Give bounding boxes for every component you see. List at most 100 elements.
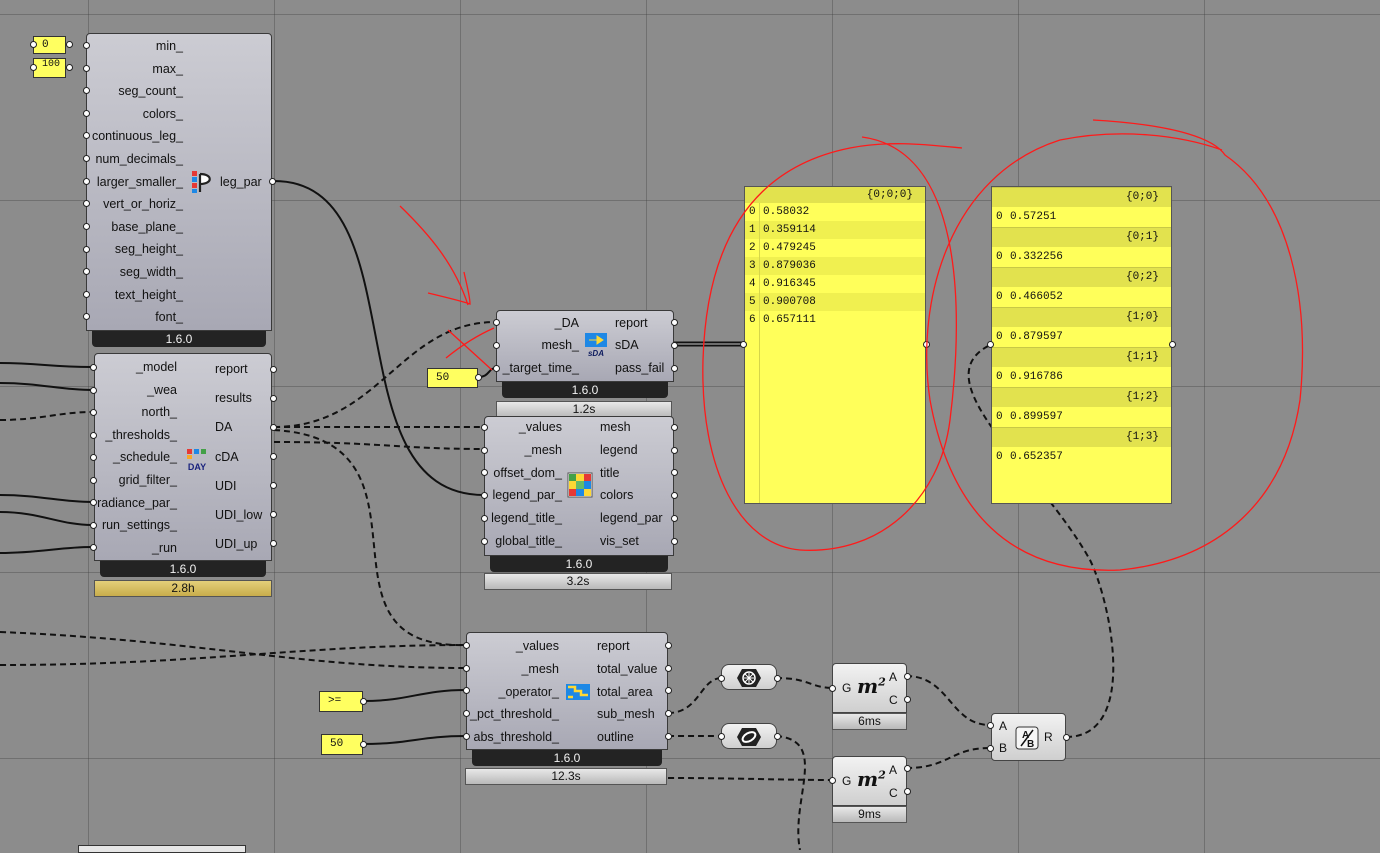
connector-port[interactable] xyxy=(665,733,672,740)
connector-port[interactable] xyxy=(90,544,97,551)
connector-port[interactable] xyxy=(90,499,97,506)
division-out-r: R xyxy=(1044,730,1053,744)
connector-port[interactable] xyxy=(90,454,97,461)
connector-port[interactable] xyxy=(83,155,90,162)
connector-port[interactable] xyxy=(90,387,97,394)
abs-threshold-slider[interactable]: 50 xyxy=(321,734,363,755)
connector-port[interactable] xyxy=(671,365,678,372)
connector-port[interactable] xyxy=(671,492,678,499)
connector-port[interactable] xyxy=(270,366,277,373)
connector-port[interactable] xyxy=(90,364,97,371)
threshold-filter-component[interactable]: _values_mesh_operator__pct_threshold_abs… xyxy=(466,632,668,750)
connector-port[interactable] xyxy=(665,665,672,672)
connector-port[interactable] xyxy=(270,453,277,460)
connector-port[interactable] xyxy=(481,538,488,545)
connector-port[interactable] xyxy=(481,469,488,476)
sda-component[interactable]: _DA mesh_ _target_time_ report sDA pass_… xyxy=(496,310,674,382)
connector-port[interactable] xyxy=(671,424,678,431)
connector-port[interactable] xyxy=(493,365,500,372)
connector-port[interactable] xyxy=(481,447,488,454)
area-component-1[interactable]: G A C m2 xyxy=(832,663,907,713)
connector-port[interactable] xyxy=(66,64,73,71)
connector-port[interactable] xyxy=(270,511,277,518)
connector-port[interactable] xyxy=(987,341,994,348)
connector-port[interactable] xyxy=(481,492,488,499)
connector-port[interactable] xyxy=(671,447,678,454)
connector-port[interactable] xyxy=(270,395,277,402)
connector-port[interactable] xyxy=(904,765,911,772)
connector-port[interactable] xyxy=(671,319,678,326)
connector-port[interactable] xyxy=(481,515,488,522)
connector-port[interactable] xyxy=(463,687,470,694)
connector-port[interactable] xyxy=(83,313,90,320)
connector-port[interactable] xyxy=(829,777,836,784)
connector-port[interactable] xyxy=(360,698,367,705)
connector-port[interactable] xyxy=(30,64,37,71)
connector-port[interactable] xyxy=(665,710,672,717)
connector-port[interactable] xyxy=(90,432,97,439)
connector-port[interactable] xyxy=(83,200,90,207)
connector-port[interactable] xyxy=(270,540,277,547)
connector-port[interactable] xyxy=(83,246,90,253)
connector-port[interactable] xyxy=(463,665,470,672)
connector-port[interactable] xyxy=(90,477,97,484)
connector-port[interactable] xyxy=(90,522,97,529)
connector-port[interactable] xyxy=(774,675,781,682)
connector-port[interactable] xyxy=(83,87,90,94)
connector-port[interactable] xyxy=(829,685,836,692)
connector-port[interactable] xyxy=(718,675,725,682)
connector-port[interactable] xyxy=(269,178,276,185)
connector-port[interactable] xyxy=(475,374,482,381)
connector-port[interactable] xyxy=(83,132,90,139)
connector-port[interactable] xyxy=(481,424,488,431)
connector-port[interactable] xyxy=(671,342,678,349)
connector-port[interactable] xyxy=(923,341,930,348)
connector-port[interactable] xyxy=(987,722,994,729)
connector-port[interactable] xyxy=(83,65,90,72)
connector-port[interactable] xyxy=(66,41,73,48)
connector-port[interactable] xyxy=(493,342,500,349)
connector-port[interactable] xyxy=(665,687,672,694)
connector-port[interactable] xyxy=(904,788,911,795)
connector-port[interactable] xyxy=(665,642,672,649)
connector-port[interactable] xyxy=(493,319,500,326)
connector-port[interactable] xyxy=(904,696,911,703)
target-time-slider[interactable]: 50 xyxy=(427,368,478,388)
connector-port[interactable] xyxy=(463,710,470,717)
connector-port[interactable] xyxy=(740,341,747,348)
deconstruct-mesh-1[interactable] xyxy=(721,664,777,690)
connector-port[interactable] xyxy=(671,515,678,522)
division-component[interactable]: A B R A B xyxy=(991,713,1066,761)
operator-slider[interactable]: >= xyxy=(319,691,363,712)
connector-port[interactable] xyxy=(360,741,367,748)
deconstruct-mesh-2[interactable] xyxy=(721,723,777,749)
connector-port[interactable] xyxy=(718,733,725,740)
max-slider[interactable]: 100 xyxy=(33,58,66,78)
connector-port[interactable] xyxy=(904,673,911,680)
connector-port[interactable] xyxy=(30,41,37,48)
connector-port[interactable] xyxy=(270,482,277,489)
connector-port[interactable] xyxy=(671,538,678,545)
legend-parameters-component[interactable]: min_max_seg_count_colors_continuous_leg_… xyxy=(86,33,272,331)
area-component-2[interactable]: G A C m2 xyxy=(832,756,907,806)
connector-port[interactable] xyxy=(83,291,90,298)
connector-port[interactable] xyxy=(83,268,90,275)
connector-port[interactable] xyxy=(1169,341,1176,348)
connector-port[interactable] xyxy=(83,178,90,185)
connector-port[interactable] xyxy=(270,424,277,431)
connector-port[interactable] xyxy=(90,409,97,416)
connector-port[interactable] xyxy=(671,469,678,476)
min-slider[interactable]: 0 xyxy=(33,36,66,54)
connector-port[interactable] xyxy=(987,745,994,752)
connector-port[interactable] xyxy=(83,223,90,230)
connector-port[interactable] xyxy=(463,733,470,740)
connector-port[interactable] xyxy=(83,110,90,117)
connector-port[interactable] xyxy=(1063,734,1070,741)
connector-port[interactable] xyxy=(83,42,90,49)
connector-port[interactable] xyxy=(774,733,781,740)
connector-port[interactable] xyxy=(463,642,470,649)
